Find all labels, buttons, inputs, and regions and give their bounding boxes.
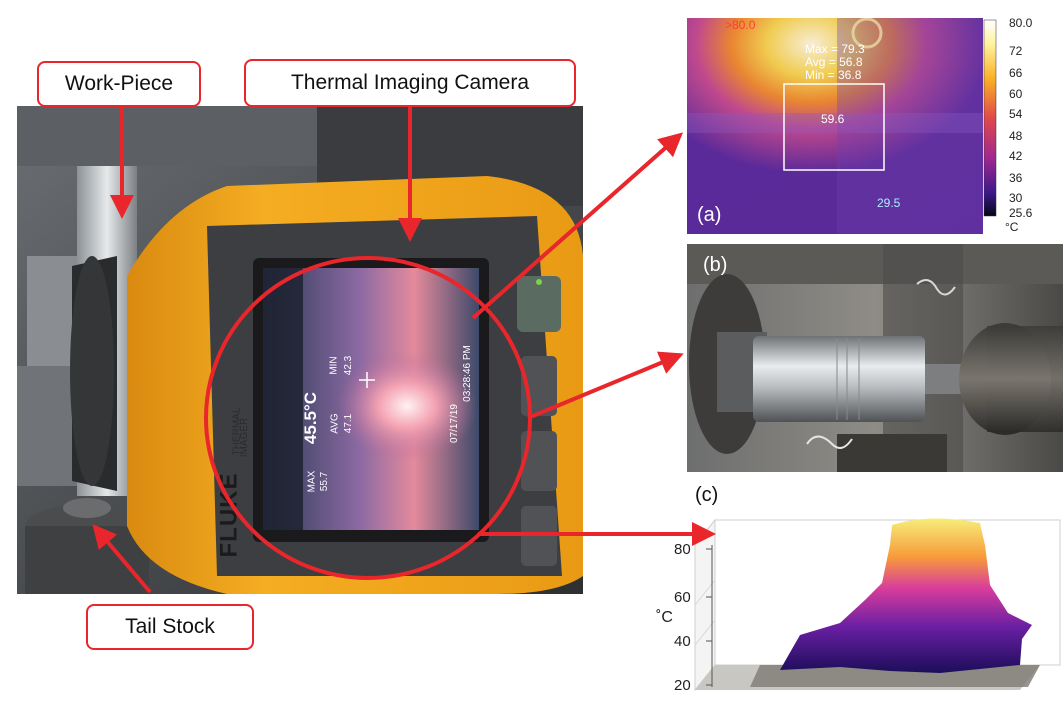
camera-screen: 45.5°C MAX 55.7 AVG 47.1 MIN 42.3 07/17/… <box>263 268 479 530</box>
crosshair-icon <box>359 372 375 388</box>
scale-unit: °C <box>1005 220 1019 234</box>
callout-work-piece: Work-Piece <box>37 61 201 107</box>
scale-tick-3: 60 <box>1009 87 1023 101</box>
panel-a-label: (a) <box>697 204 722 226</box>
scale-tick-1: 72 <box>1009 44 1023 58</box>
highlight-circle <box>204 256 532 580</box>
callout-work-piece-text: Work-Piece <box>64 72 174 95</box>
panel-a-color-scale: 80.0 72 66 60 54 48 42 36 30 25.6 °C <box>983 16 1063 238</box>
scale-tick-0: 80.0 <box>1009 16 1033 30</box>
scale-tick-8: 30 <box>1009 191 1023 205</box>
panel-c-label: (c) <box>695 484 719 506</box>
panel-a-min: Min = 36.8 <box>805 68 862 82</box>
panel-a-top-left-reading: >80.0 <box>725 18 756 32</box>
z-tick-20: 20 <box>674 677 691 694</box>
scale-tick-4: 54 <box>1009 107 1023 121</box>
scale-tick-6: 42 <box>1009 149 1023 163</box>
panel-a-avg: Avg = 56.8 <box>805 55 863 69</box>
callout-thermal-camera: Thermal Imaging Camera <box>244 59 576 107</box>
panel-a-center-value: 59.6 <box>821 112 845 126</box>
lathe-photo: 45.5°C MAX 55.7 AVG 47.1 MIN 42.3 07/17/… <box>17 106 583 594</box>
scale-tick-7: 36 <box>1009 171 1023 185</box>
z-tick-40: 40 <box>674 633 691 650</box>
panel-a-thermal-image: >80.0 Max = 79.3 Avg = 56.8 Min = 36.8 5… <box>687 17 983 234</box>
callout-tail-stock: Tail Stock <box>86 604 254 650</box>
z-tick-60: 60 <box>674 589 691 606</box>
panel-a-lower-value: 29.5 <box>877 196 901 210</box>
lathe-photo-drawing <box>17 106 583 594</box>
scale-tick-2: 66 <box>1009 66 1023 80</box>
arrow-tailstock <box>92 523 152 594</box>
z-tick-80: 80 <box>674 541 691 558</box>
arrow-to-panel-b <box>527 351 684 420</box>
panel-c-surface-plot: 80 60 40 20 ˚C <box>640 505 1063 707</box>
panel-b-photo: (b) <box>687 244 1063 472</box>
callout-thermal-camera-text: Thermal Imaging Camera <box>290 71 530 94</box>
arrow-to-panel-a <box>471 132 683 320</box>
callout-tail-stock-text: Tail Stock <box>125 615 215 638</box>
scale-tick-9: 25.6 <box>1009 206 1033 220</box>
scale-tick-5: 48 <box>1009 129 1023 143</box>
panel-a-max: Max = 79.3 <box>805 42 865 56</box>
z-axis-unit: ˚C <box>656 609 673 626</box>
panel-b-label: (b) <box>703 254 728 276</box>
